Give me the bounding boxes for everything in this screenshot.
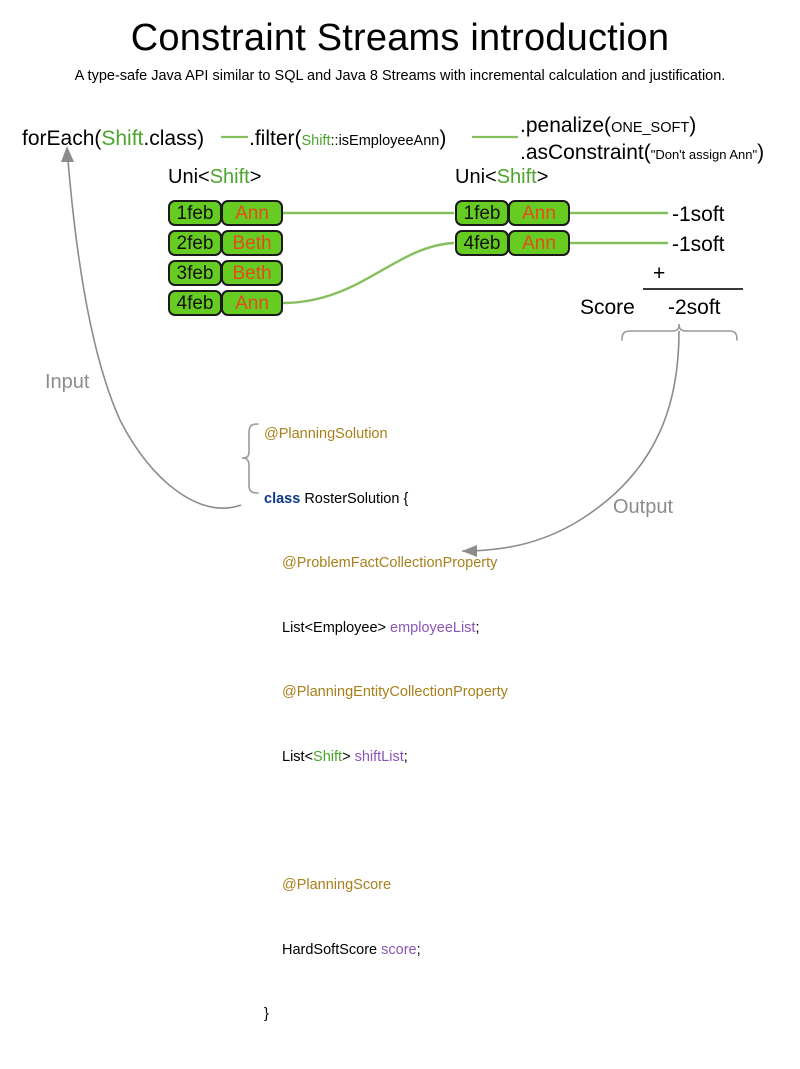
shift-employee: Ann (508, 230, 570, 256)
slide-canvas: Constraint Streams introduction A type-s… (22, 17, 764, 1022)
code-line: @PlanningSolution (264, 424, 508, 446)
filter-expression: .filter(Shift::isEmployeeAnn) (249, 128, 446, 149)
total-score-value: -2soft (668, 296, 721, 319)
shift-date: 3feb (168, 260, 222, 286)
code-text: ; (475, 619, 480, 636)
asconstraint-suffix: ) (757, 141, 765, 164)
filter-prefix: .filter( (249, 127, 302, 150)
shift-date: 2feb (168, 230, 222, 256)
code-text: RosterSolution { (300, 490, 409, 507)
page-subtitle: A type-safe Java API similar to SQL and … (74, 68, 726, 84)
asconstraint-arg: "Don't assign Ann" (650, 147, 758, 162)
code-line: @PlanningEntityCollectionProperty (264, 682, 508, 704)
penalize-arg: ONE_SOFT (611, 120, 690, 136)
code-annotation: @ProblemFactCollectionProperty (282, 555, 498, 571)
uni-right-type: Shift (496, 166, 537, 188)
filtered-shift-row: 1feb Ann (455, 200, 570, 226)
code-line: List<Shift> shiftList; (264, 747, 508, 769)
code-annotation: @PlanningEntityCollectionProperty (282, 684, 508, 700)
foreach-expression: forEach(Shift.class) (22, 128, 204, 149)
foreach-type: Shift (101, 127, 144, 150)
code-variable: employeeList (390, 619, 476, 636)
code-variable: shiftList (354, 748, 404, 765)
code-type: List< (282, 748, 314, 765)
score-brace (621, 323, 738, 341)
uni-left-prefix: Uni< (168, 166, 210, 188)
code-annotation: @PlanningScore (282, 877, 392, 893)
sum-divider (643, 288, 743, 290)
code-line: } (264, 1004, 508, 1026)
page-title: Constraint Streams introduction (130, 17, 670, 59)
code-keyword: class (264, 490, 301, 507)
filter-suffix: ) (439, 127, 447, 150)
asconstraint-prefix: .asConstraint( (520, 141, 651, 164)
code-line: @PlanningScore (264, 875, 508, 897)
uni-left-type: Shift (209, 166, 250, 188)
shift-row: 2feb Beth (168, 230, 283, 256)
shift-employee: Beth (221, 230, 283, 256)
match-line-4feb (282, 241, 455, 305)
uni-left-suffix: > (249, 166, 262, 188)
input-label: Input (45, 371, 90, 393)
code-variable: score (381, 941, 417, 958)
code-type: List<Employee> (282, 619, 391, 636)
foreach-suffix: .class) (143, 127, 205, 150)
filter-type: Shift (301, 133, 331, 149)
code-type: HardSoftScore (282, 941, 382, 958)
penalize-suffix: ) (689, 114, 697, 137)
code-text: ; (403, 748, 408, 765)
code-type-shift: Shift (313, 748, 343, 765)
code-type: > (342, 748, 355, 765)
filter-method: ::isEmployeeAnn (330, 133, 440, 149)
code-annotation: @PlanningSolution (264, 426, 388, 442)
uni-right-suffix: > (536, 166, 549, 188)
shift-date: 1feb (455, 200, 509, 226)
uni-label-left: Uni<Shift> (168, 166, 261, 189)
code-line: HardSoftScore score; (264, 940, 508, 962)
code-text: } (264, 1006, 269, 1022)
code-text: ; (416, 941, 421, 958)
shift-row: 3feb Beth (168, 260, 283, 286)
shift-date: 4feb (168, 290, 222, 316)
code-line: class RosterSolution { (264, 489, 508, 511)
sum-operator: + (653, 262, 666, 285)
asconstraint-expression: .asConstraint("Don't assign Ann") (520, 142, 764, 163)
foreach-prefix: forEach( (22, 127, 102, 150)
code-line: List<Employee> employeeList; (264, 618, 508, 640)
code-block: @PlanningSolution class RosterSolution {… (264, 381, 508, 1069)
output-label: Output (613, 496, 674, 518)
shift-employee: Ann (221, 200, 283, 226)
uni-right-prefix: Uni< (455, 166, 497, 188)
score-label: Score (580, 296, 635, 319)
code-fields-brace (241, 423, 259, 494)
penalty-value: -1soft (672, 233, 725, 256)
shift-row: 1feb Ann (168, 200, 283, 226)
shift-employee: Ann (508, 200, 570, 226)
shift-date: 1feb (168, 200, 222, 226)
shift-date: 4feb (455, 230, 509, 256)
penalize-expression: .penalize(ONE_SOFT) (520, 115, 696, 136)
uni-label-right: Uni<Shift> (455, 166, 548, 189)
filtered-shift-row: 4feb Ann (455, 230, 570, 256)
penalize-prefix: .penalize( (520, 114, 612, 137)
penalty-value: -1soft (672, 203, 725, 226)
shift-employee: Ann (221, 290, 283, 316)
code-line: @ProblemFactCollectionProperty (264, 553, 508, 575)
shift-employee: Beth (221, 260, 283, 286)
shift-row: 4feb Ann (168, 290, 283, 316)
